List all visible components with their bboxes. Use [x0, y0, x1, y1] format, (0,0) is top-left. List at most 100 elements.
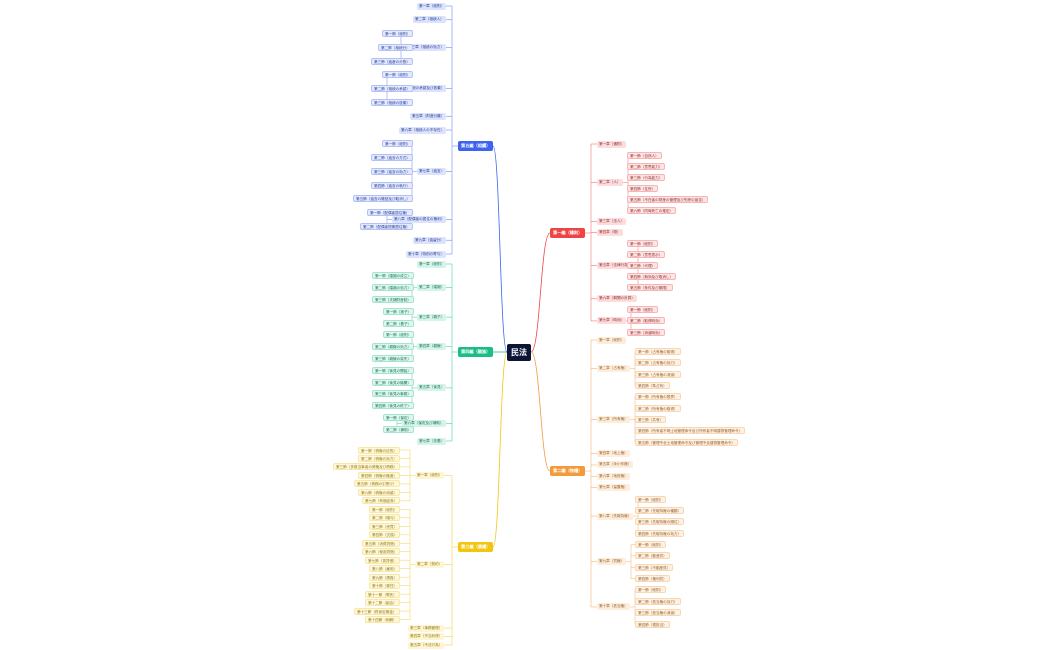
section-b5-7-1[interactable]: 第二節（配偶者短期居住権） [360, 222, 413, 230]
chapter-b4-6[interactable]: 第七章（扶養） [417, 437, 447, 445]
chapter-b5-3[interactable]: 第四章（相続の承認及び放棄） [392, 85, 447, 93]
book-node-b4[interactable]: 第四編（親族） [458, 347, 494, 357]
chapter-b4-5[interactable]: 第六章（保佐及び補助） [402, 419, 446, 427]
section-b2-7-2[interactable]: 第三節（先取特権の順位） [635, 518, 685, 526]
section-b5-6-1[interactable]: 第二節（遺言の方式） [371, 154, 413, 162]
chapter-b1-5[interactable]: 第六章（期間の計算） [597, 295, 637, 303]
section-b5-7-0[interactable]: 第一節（配偶者居住権） [367, 209, 413, 217]
section-b2-8-2[interactable]: 第三節（不動産質） [635, 563, 674, 571]
section-b1-6-1[interactable]: 第二節（取得時効） [627, 317, 666, 325]
section-b3-1-8[interactable]: 第九節（請負） [369, 573, 401, 581]
chapter-b3-4[interactable]: 第五章（不法行為） [408, 641, 445, 649]
section-b1-4-3[interactable]: 第四節（無効及び取消し） [627, 273, 677, 281]
book-node-b1[interactable]: 第一編（總則） [550, 228, 586, 238]
section-b2-1-3[interactable]: 第四節（準占有） [635, 381, 670, 389]
section-b3-1-10[interactable]: 第十一節（寄託） [365, 590, 400, 598]
section-b3-1-6[interactable]: 第七節（賃貸借） [365, 556, 400, 564]
book-node-b3[interactable]: 第三編（債權） [458, 542, 494, 552]
section-b4-4-3[interactable]: 第四節（後見の終了） [372, 402, 414, 410]
section-b3-1-11[interactable]: 第十二節（組合） [365, 599, 400, 607]
section-b3-1-3[interactable]: 第四節（交換） [369, 531, 401, 539]
section-b1-1-5[interactable]: 第六節（同時死亡の推定） [627, 206, 677, 214]
section-b5-3-2[interactable]: 第三節（相続の放棄） [371, 98, 413, 106]
section-b4-1-2[interactable]: 第三節（夫婦財産制） [372, 295, 414, 303]
section-b2-2-2[interactable]: 第三節（共有） [635, 416, 667, 424]
chapter-b2-6[interactable]: 第七章（留置権） [597, 484, 630, 492]
section-b4-4-0[interactable]: 第一節（後見の開始） [372, 366, 414, 374]
chapter-b1-6[interactable]: 第七章（時効） [597, 317, 627, 325]
section-b2-8-3[interactable]: 第四節（権利質） [635, 575, 670, 583]
section-b2-2-0[interactable]: 第一節（所有権の限界） [635, 393, 681, 401]
chapter-b2-3[interactable]: 第四章（地上権） [597, 450, 630, 458]
chapter-b2-1[interactable]: 第二章（占有権） [597, 364, 630, 372]
section-b4-1-0[interactable]: 第一節（婚姻の成立） [372, 272, 414, 280]
chapter-b5-0[interactable]: 第一章（総則） [417, 2, 447, 10]
chapter-b5-2[interactable]: 第三章（相続の効力） [406, 43, 446, 51]
chapter-b5-4[interactable]: 第五章（財産分離） [410, 112, 447, 120]
section-b3-1-1[interactable]: 第二節（贈与） [369, 514, 401, 522]
chapter-b5-7[interactable]: 第八章（配偶者の居住の権利） [392, 216, 447, 224]
section-b2-8-0[interactable]: 第一節（総則） [635, 540, 667, 548]
section-b3-0-4[interactable]: 第五節（債務の引受け） [354, 480, 400, 488]
section-b5-6-2[interactable]: 第三節（遺言の効力） [371, 167, 413, 175]
chapter-b3-2[interactable]: 第三章（事務管理） [408, 624, 445, 632]
chapter-b2-5[interactable]: 第六章（地役権） [597, 472, 630, 480]
section-b4-1-1[interactable]: 第二節（婚姻の効力） [372, 284, 414, 292]
section-b2-2-3[interactable]: 第四節（所有者不明土地管理命令及び所有者不明建物管理命令） [635, 427, 746, 435]
section-b5-2-0[interactable]: 第一節（総則） [382, 30, 414, 38]
section-b2-9-1[interactable]: 第二節（抵当権の効力） [635, 597, 681, 605]
section-b3-1-5[interactable]: 第六節（使用貸借） [362, 548, 401, 556]
section-b2-2-1[interactable]: 第二節（所有権の取得） [635, 404, 681, 412]
section-b4-3-0[interactable]: 第一節（総則） [383, 331, 415, 339]
section-b2-9-2[interactable]: 第三節（抵当権の消滅） [635, 609, 681, 617]
section-b1-1-3[interactable]: 第四節（住所） [627, 184, 659, 192]
root-node[interactable]: 民法 [507, 343, 531, 361]
section-b4-4-2[interactable]: 第三節（後見の事務） [372, 390, 414, 398]
section-b1-4-1[interactable]: 第二節（意思表示） [627, 251, 666, 259]
section-b1-6-0[interactable]: 第一節（総則） [627, 306, 659, 314]
section-b3-1-13[interactable]: 第十四節（和解） [365, 616, 400, 624]
section-b3-1-2[interactable]: 第三節（売買） [369, 522, 401, 530]
chapter-b5-8[interactable]: 第九章（遺留分） [413, 236, 446, 244]
chapter-b4-0[interactable]: 第一章（総則） [417, 260, 447, 268]
chapter-b1-0[interactable]: 第一章（通則） [597, 140, 627, 148]
chapter-b2-7[interactable]: 第八章（先取特権） [597, 512, 634, 520]
section-b3-1-7[interactable]: 第八節（雇用） [369, 565, 401, 573]
section-b3-0-1[interactable]: 第二節（債権の効力） [358, 454, 400, 462]
section-b2-7-1[interactable]: 第二節（先取特権の種類） [635, 506, 685, 514]
section-b1-6-2[interactable]: 第三節（消滅時効） [627, 328, 666, 336]
chapter-b1-4[interactable]: 第五章（法律行為） [597, 262, 634, 270]
section-b4-2-1[interactable]: 第二節（養子） [383, 319, 415, 327]
section-b1-4-4[interactable]: 第五節（条件及び期限） [627, 284, 673, 292]
chapter-b2-2[interactable]: 第三章（所有権） [597, 416, 630, 424]
chapter-b1-2[interactable]: 第三章（法人） [597, 217, 627, 225]
book-node-b2[interactable]: 第二編（物權） [550, 466, 586, 476]
section-b2-8-1[interactable]: 第二節（動産質） [635, 552, 670, 560]
chapter-b5-6[interactable]: 第七章（遺言） [417, 167, 447, 175]
chapter-b3-3[interactable]: 第四章（不当利得） [408, 633, 445, 641]
section-b4-5-1[interactable]: 第二節（補助） [383, 425, 415, 433]
section-b5-3-0[interactable]: 第一節（総則） [382, 71, 414, 79]
section-b1-1-1[interactable]: 第二節（意思能力） [627, 162, 666, 170]
section-b5-6-0[interactable]: 第一節（総則） [382, 140, 414, 148]
section-b3-0-0[interactable]: 第一節（債権の目的） [358, 446, 400, 454]
section-b3-1-0[interactable]: 第一節（総則） [369, 505, 401, 513]
section-b5-2-2[interactable]: 第三節（遺産の分割） [371, 57, 413, 65]
section-b4-4-1[interactable]: 第二節（後見の機関） [372, 378, 414, 386]
chapter-b2-9[interactable]: 第十章（抵当権） [597, 603, 630, 611]
section-b2-1-0[interactable]: 第一節（占有権の取得） [635, 347, 681, 355]
section-b4-3-1[interactable]: 第二節（親権の効力） [372, 343, 414, 351]
section-b5-6-4[interactable]: 第五節（遺言の撤回及び取消し） [353, 195, 413, 203]
chapter-b5-9[interactable]: 第十章（特別の寄与） [406, 250, 446, 258]
book-node-b5[interactable]: 第五編（相續） [458, 141, 494, 151]
section-b5-3-1[interactable]: 第二節（相続の承認） [371, 85, 413, 93]
chapter-b4-2[interactable]: 第三章（親子） [417, 313, 447, 321]
section-b2-9-3[interactable]: 第四節（根抵当） [635, 620, 670, 628]
section-b1-1-2[interactable]: 第三節（行為能力） [627, 173, 666, 181]
section-b1-1-0[interactable]: 第一節（自然人） [627, 151, 662, 159]
chapter-b2-0[interactable]: 第一章（総則） [597, 336, 627, 344]
section-b1-1-4[interactable]: 第五節（不在者の財産の管理及び失踪の宣告） [627, 195, 709, 203]
chapter-b1-1[interactable]: 第二章（人） [597, 179, 623, 187]
chapter-b1-3[interactable]: 第四章（物） [597, 228, 623, 236]
section-b2-7-3[interactable]: 第四節（先取特権の効力） [635, 529, 685, 537]
